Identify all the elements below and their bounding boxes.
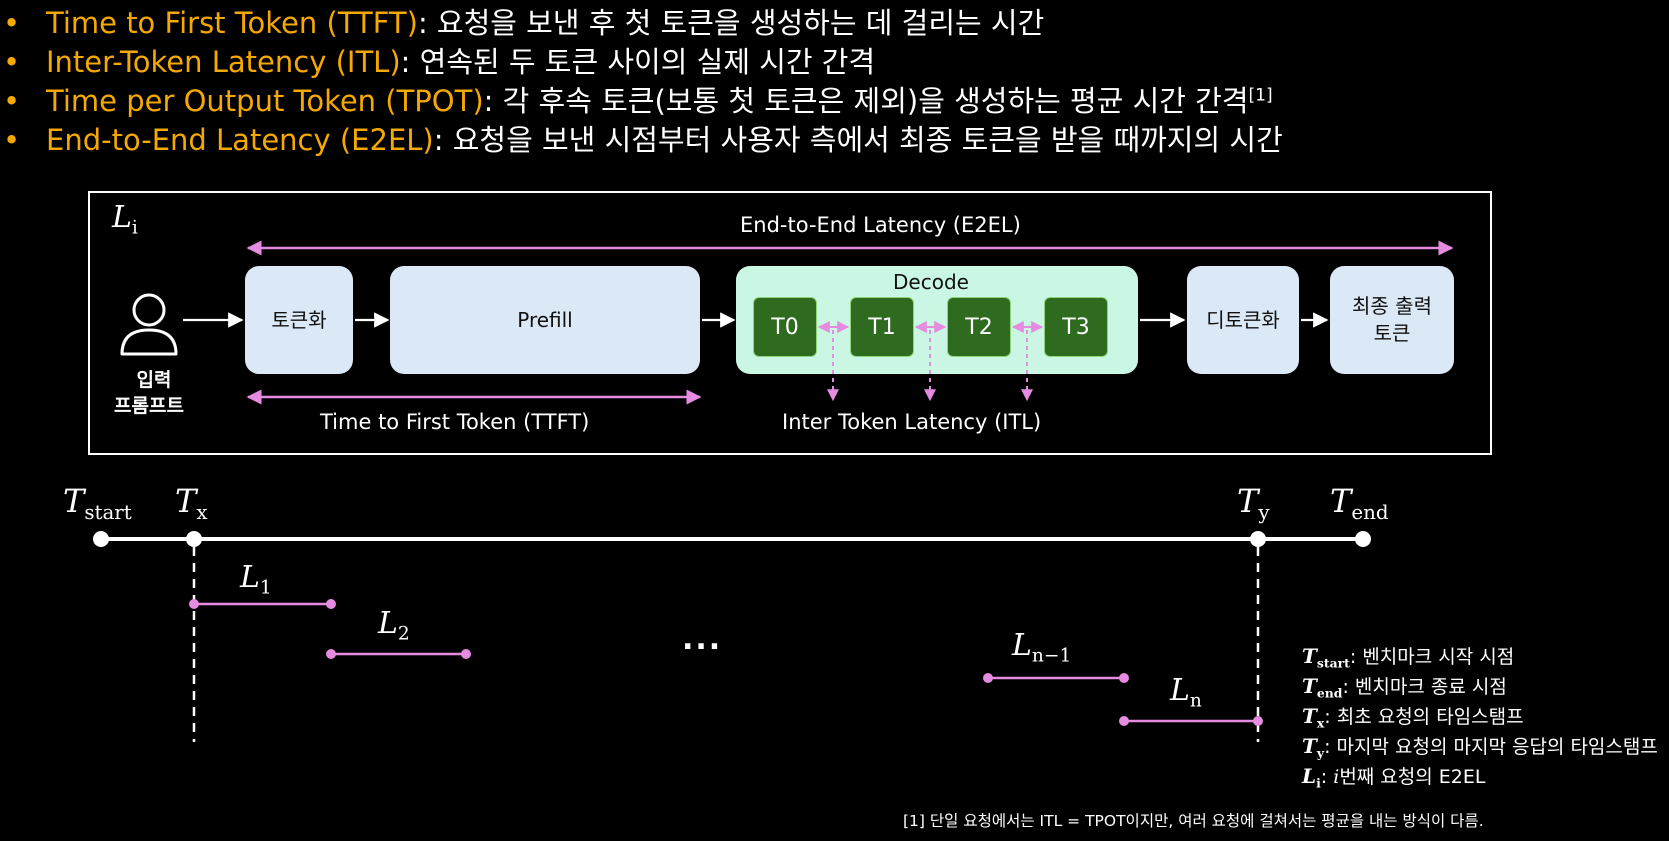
prefill-box: Prefill bbox=[390, 266, 700, 374]
legend-text: 번째 요청의 E2EL bbox=[1339, 766, 1486, 788]
decode-title: Decode bbox=[893, 270, 969, 294]
t-x-label: Tx bbox=[175, 482, 208, 524]
legend-row: Ty: 마지막 요청의 마지막 응답의 타임스탬프 bbox=[1302, 734, 1658, 761]
bullet-dot: • bbox=[3, 45, 21, 79]
legend-text: : 마지막 요청의 마지막 응답의 타임스탬프 bbox=[1324, 736, 1658, 758]
bullet-term: Inter-Token Latency (ITL) bbox=[46, 45, 401, 79]
bullet-term: End-to-End Latency (E2EL) bbox=[46, 123, 434, 157]
bullet-desc: : 요청을 보낸 후 첫 토큰을 생성하는 데 걸리는 시간 bbox=[417, 6, 1045, 40]
footnote: [1] 단일 요청에서는 ITL = TPOT이지만, 여러 요청에 걸쳐서는 … bbox=[903, 812, 1484, 830]
t-x-marker bbox=[186, 531, 202, 547]
legend-row: Li: i번째 요청의 E2EL bbox=[1302, 764, 1486, 791]
token-t2: T2 bbox=[947, 297, 1011, 357]
bullet-desc: : 연속된 두 토큰 사이의 실제 시간 간격 bbox=[400, 45, 876, 79]
request-pipeline-frame bbox=[88, 191, 1492, 455]
bullet-dot: • bbox=[3, 84, 21, 118]
bullet-term: Time per Output Token (TPOT) bbox=[46, 84, 484, 118]
t-y-label: Ty bbox=[1237, 482, 1270, 524]
bullet-desc: : 요청을 보낸 시점부터 사용자 측에서 최종 토큰을 받을 때까지의 시간 bbox=[433, 123, 1283, 157]
t-end-label: Tend bbox=[1330, 482, 1389, 524]
t-y-marker bbox=[1250, 531, 1266, 547]
token-t1: T1 bbox=[850, 297, 914, 357]
person-icon bbox=[120, 293, 178, 356]
final-token-line-2: 토큰 bbox=[1373, 321, 1411, 345]
frame-label: Li bbox=[112, 200, 138, 239]
input-label-line-2: 프롬프트 bbox=[114, 395, 184, 417]
legend-text: : 최초 요청의 타임스탬프 bbox=[1324, 706, 1524, 728]
ellipsis: ... bbox=[682, 622, 723, 657]
l2-label: L2 bbox=[378, 606, 410, 645]
detokenize-box: 디토큰화 bbox=[1187, 266, 1299, 374]
ln1-label: Ln−1 bbox=[1012, 628, 1072, 667]
symbol-legend: Tstart: 벤치마크 시작 시점 Tend: 벤치마크 종료 시점 Tx: … bbox=[1302, 641, 1658, 791]
legend-text: : 벤치마크 시작 시점 bbox=[1349, 646, 1515, 668]
token-t0: T0 bbox=[753, 297, 817, 357]
input-prompt-label: 입력 프롬프트 bbox=[114, 367, 184, 419]
t-start-label: Tstart bbox=[63, 482, 132, 524]
bullet-dot: • bbox=[3, 6, 21, 40]
bullet-desc: : 각 후속 토큰(보통 첫 토큰은 제외)을 생성하는 평균 시간 간격 bbox=[483, 84, 1249, 118]
token-t3: T3 bbox=[1044, 297, 1108, 357]
itl-label: Inter Token Latency (ITL) bbox=[782, 410, 1042, 434]
final-token-line-1: 최종 출력 bbox=[1352, 294, 1432, 318]
legend-row: Tend: 벤치마크 종료 시점 bbox=[1302, 674, 1507, 701]
ttft-label: Time to First Token (TTFT) bbox=[320, 410, 590, 434]
legend-text: : 벤치마크 종료 시점 bbox=[1342, 676, 1507, 698]
input-label-line-1: 입력 bbox=[136, 369, 172, 391]
final-token-box: 최종 출력 토큰 bbox=[1330, 266, 1454, 374]
legend-index: i bbox=[1333, 766, 1340, 788]
tokenize-box: 토큰화 bbox=[245, 266, 353, 374]
legend-row: Tstart: 벤치마크 시작 시점 bbox=[1302, 644, 1515, 671]
t-end-marker bbox=[1355, 531, 1371, 547]
bullet-term: Time to First Token (TTFT) bbox=[46, 6, 418, 40]
footnote-ref: [1] bbox=[1248, 85, 1273, 106]
t-start-marker bbox=[93, 531, 109, 547]
ln-label: Ln bbox=[1170, 673, 1202, 712]
legend-row: Tx: 최초 요청의 타임스탬프 bbox=[1302, 704, 1524, 731]
l1-label: L1 bbox=[240, 560, 272, 599]
bullet-dot: • bbox=[3, 123, 21, 157]
e2el-label: End-to-End Latency (E2EL) bbox=[740, 213, 1021, 237]
legend-text: : bbox=[1320, 766, 1334, 788]
